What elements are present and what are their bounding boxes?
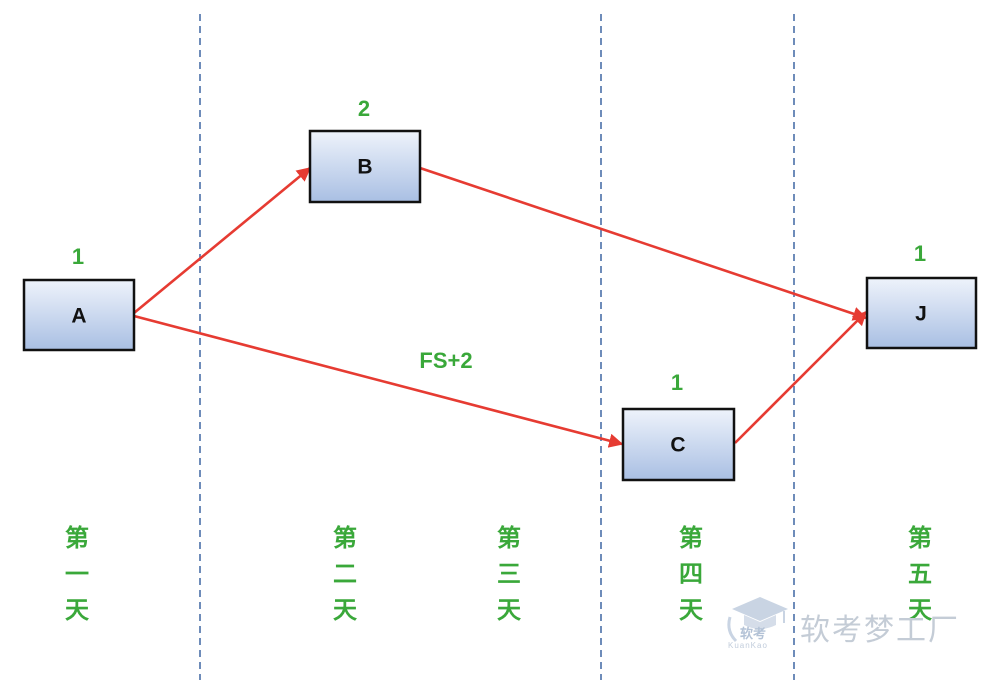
day-3-char-3: 天 bbox=[497, 596, 521, 624]
day-3-char-2: 三 bbox=[497, 560, 521, 588]
watermark-logo-subtext: KuanKao bbox=[728, 641, 768, 650]
day-label-4: 第 四 天 bbox=[671, 520, 711, 628]
node-a-label: A bbox=[71, 305, 86, 328]
day-5-char-3: 天 bbox=[908, 596, 932, 624]
watermark-brand-text: 软考梦工厂 bbox=[800, 613, 960, 648]
node-j-duration: 1 bbox=[914, 241, 926, 266]
day-1-char-2: 一 bbox=[65, 560, 89, 588]
edge-a-c-label: FS+2 bbox=[419, 348, 472, 373]
node-c-box bbox=[621, 407, 736, 482]
node-a-duration: 1 bbox=[72, 244, 84, 269]
node-b: 2 B bbox=[308, 96, 422, 204]
node-j-label: J bbox=[915, 303, 927, 326]
day-2-char-1: 第 bbox=[333, 524, 357, 552]
node-j-box bbox=[865, 276, 978, 350]
node-c-duration: 1 bbox=[671, 370, 683, 395]
day-3-char-1: 第 bbox=[497, 524, 521, 552]
node-j: 1 J bbox=[865, 241, 978, 350]
day-label-2: 第 二 天 bbox=[325, 520, 365, 628]
day-4-char-1: 第 bbox=[679, 524, 703, 552]
day-2-char-2: 二 bbox=[333, 560, 357, 588]
graduation-cap-logo-icon bbox=[727, 597, 788, 643]
watermark-logo-text: 软考 bbox=[740, 627, 767, 642]
day-label-1: 第 一 天 bbox=[57, 520, 97, 628]
watermark: 软考 KuanKao 软考梦工厂 bbox=[722, 587, 997, 657]
node-c: 1 C bbox=[621, 370, 736, 482]
day-4-char-3: 天 bbox=[679, 596, 703, 624]
day-1-char-1: 第 bbox=[65, 524, 89, 552]
edge-b-j-arrow bbox=[419, 166, 868, 321]
node-a: 1 A bbox=[22, 244, 136, 352]
day-1-char-3: 天 bbox=[65, 596, 89, 624]
edge-a-c-arrow bbox=[133, 314, 624, 448]
node-c-label: C bbox=[670, 434, 685, 457]
day-2-char-3: 天 bbox=[333, 596, 357, 624]
day-5-char-1: 第 bbox=[908, 524, 932, 552]
node-b-duration: 2 bbox=[358, 96, 370, 121]
edge-a-b-arrow bbox=[133, 166, 312, 315]
edge-c-j-arrow bbox=[734, 310, 868, 444]
node-b-label: B bbox=[357, 156, 372, 179]
node-a-box bbox=[22, 278, 136, 352]
day-5-char-2: 五 bbox=[908, 560, 932, 588]
node-b-box bbox=[308, 129, 422, 204]
day-4-char-2: 四 bbox=[679, 560, 703, 588]
day-label-5: 第 五 天 bbox=[900, 520, 940, 628]
day-label-3: 第 三 天 bbox=[489, 520, 529, 628]
